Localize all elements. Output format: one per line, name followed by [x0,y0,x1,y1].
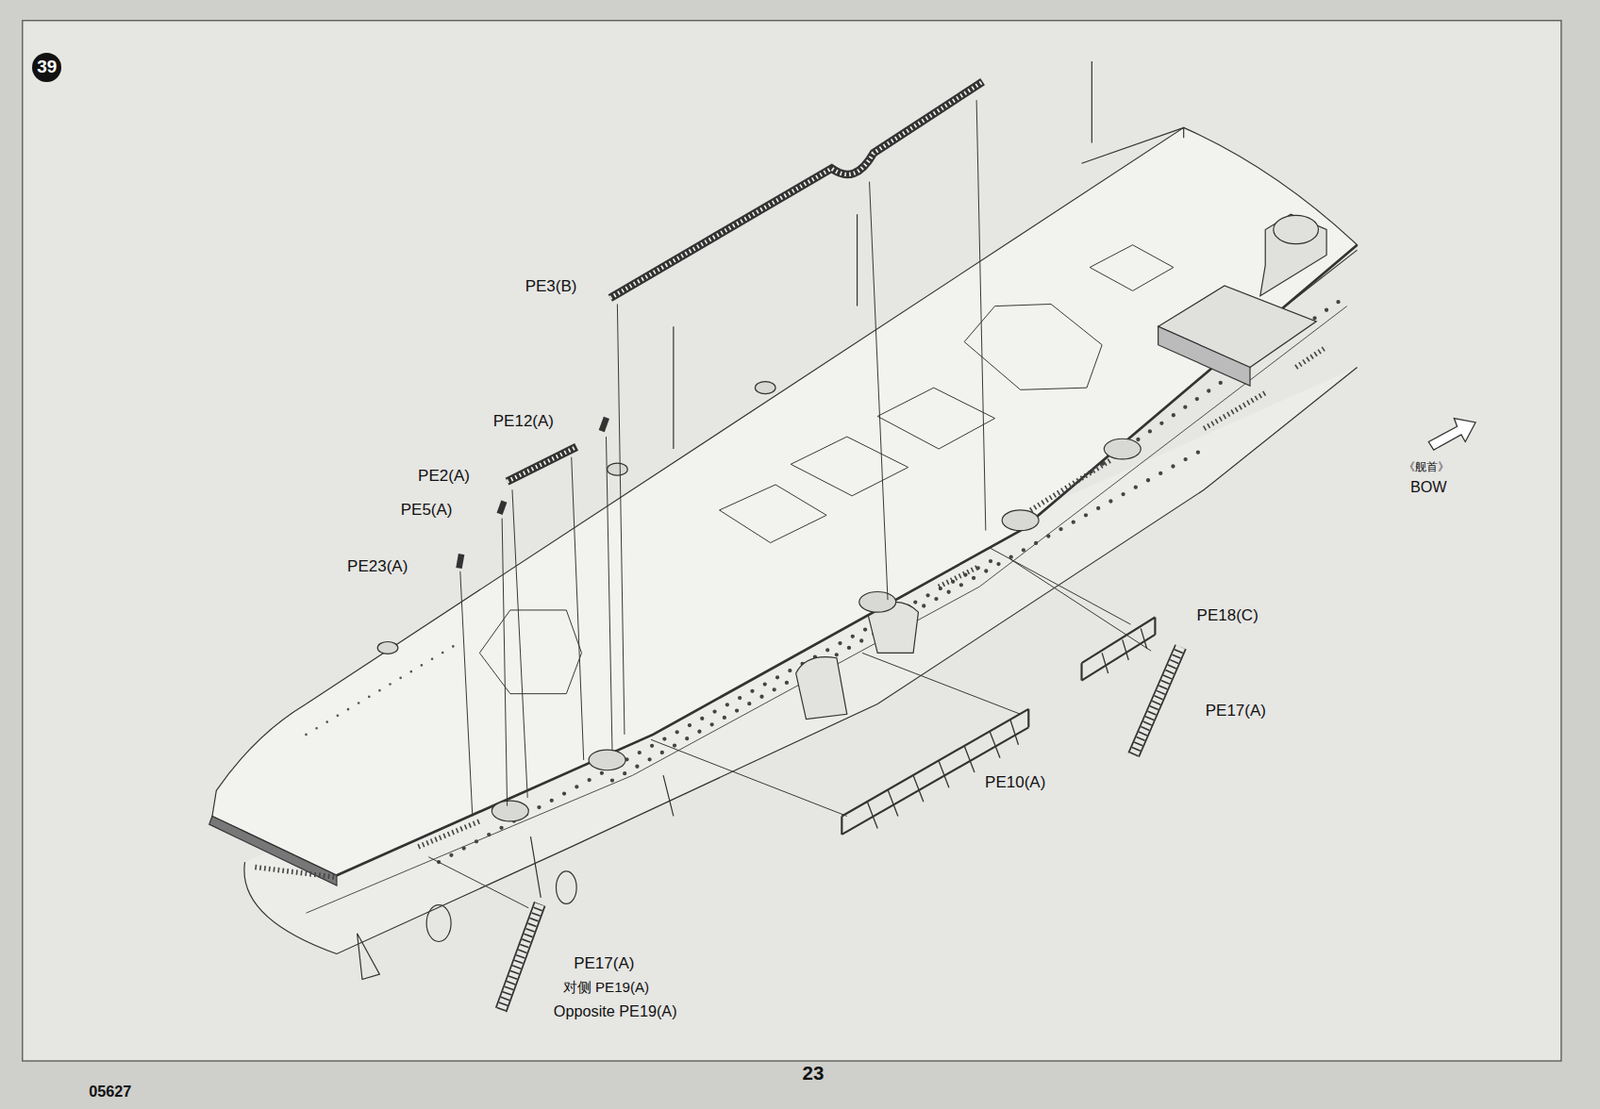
step-number-text: 39 [36,56,57,78]
part-label: PE5(A) [400,500,453,520]
part-label: PE12(A) [493,412,554,432]
page-number: 23 [802,1062,825,1085]
leader-lines [428,100,1151,909]
part-label: PE10(A) [984,773,1046,793]
page-frame [22,20,1562,1062]
flight-deck [209,61,1358,886]
part-label: PE3(B) [525,277,578,297]
part-label: PE17(A) [1205,701,1267,721]
part-label: PE2(A) [417,466,470,486]
part-label: PE17(A) [573,954,634,974]
part-label: PE23(A) [347,557,408,577]
kit-number: 05627 [88,1083,132,1101]
note: Opposite PE19(A) [553,1001,678,1020]
bow-arrow [1428,418,1476,451]
note: 对侧 PE19(A) [563,978,650,998]
step-number: 39 [32,52,62,83]
direction-note: 《舰首》 [1403,460,1450,476]
pe-parts [455,82,1186,1013]
direction-label: BOW [1410,477,1448,496]
part-label: PE18(C) [1197,606,1259,626]
